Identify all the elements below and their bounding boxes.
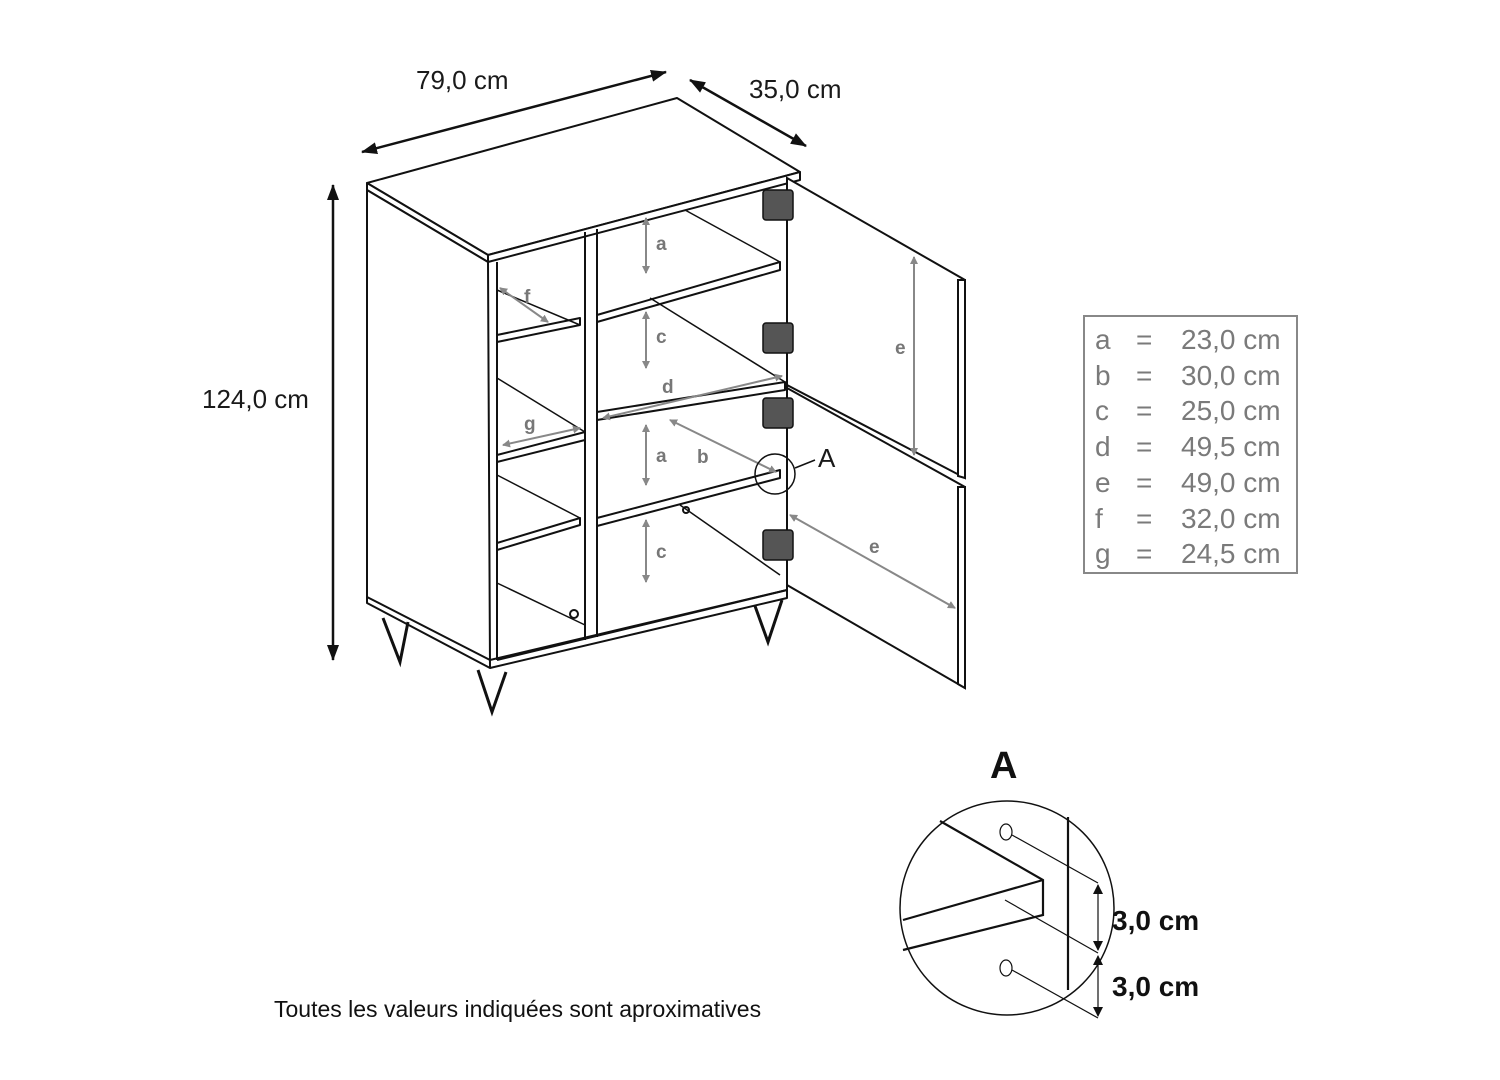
label-e: e	[895, 338, 906, 359]
legend-box	[1083, 315, 1298, 574]
legend-value: 49,5 cm	[1181, 431, 1281, 462]
hinge-icon	[762, 397, 794, 429]
legend-key: d	[1095, 431, 1111, 462]
right-shelf-2	[596, 381, 786, 421]
legend-eq: =	[1136, 538, 1152, 569]
legend-value: 30,0 cm	[1181, 360, 1281, 391]
legend-key: a	[1095, 324, 1111, 355]
detail-callout-label: A	[818, 443, 836, 473]
left-side-panel	[366, 189, 491, 669]
label-a: a	[656, 234, 667, 255]
right-shelf-1	[596, 261, 781, 323]
legend-value: 24,5 cm	[1181, 538, 1281, 569]
height-label: 124,0 cm	[202, 384, 309, 414]
legs	[381, 599, 784, 717]
legend-eq: =	[1136, 467, 1152, 498]
label-a: a	[656, 446, 667, 467]
detail-a: A 3,0 cm 3,0 cm	[899, 745, 1199, 1019]
legend-key: f	[1095, 503, 1103, 534]
spacing-top-label: 3,0 cm	[1112, 905, 1199, 936]
legend-eq: =	[1136, 360, 1152, 391]
footnote: Toutes les valeurs indiquées sont aproxi…	[274, 996, 761, 1022]
legend-key: c	[1095, 395, 1109, 426]
label-c: c	[656, 542, 667, 563]
spacing-bottom-label: 3,0 cm	[1112, 971, 1199, 1002]
label-f: f	[524, 287, 531, 308]
legend: a = 23,0 cm b = 30,0 cm c = 25,0 cm d = …	[1095, 324, 1281, 569]
hinge-icon	[762, 189, 794, 221]
hinge-icon	[762, 322, 794, 354]
legend-key: e	[1095, 467, 1111, 498]
leg-left-back	[381, 617, 410, 668]
left-shelf-1	[496, 317, 581, 343]
label-b: b	[697, 447, 709, 468]
legend-value: 49,0 cm	[1181, 467, 1281, 498]
legend-eq: =	[1136, 503, 1152, 534]
legend-eq: =	[1136, 431, 1152, 462]
legend-eq: =	[1136, 395, 1152, 426]
detail-callout-circle	[754, 453, 796, 495]
legend-key: g	[1095, 538, 1111, 569]
hinges	[762, 189, 794, 561]
cabinet-body	[366, 97, 801, 669]
overall-dimension-arrows	[327, 70, 807, 661]
label-d: d	[662, 377, 674, 398]
depth-label: 35,0 cm	[749, 74, 842, 104]
leg-right	[753, 599, 784, 647]
left-shelf-3	[496, 517, 581, 551]
label-g: g	[524, 414, 536, 435]
legend-value: 25,0 cm	[1181, 395, 1281, 426]
label-e: e	[869, 537, 880, 558]
leg-left-front	[476, 669, 508, 717]
legend-eq: =	[1136, 324, 1152, 355]
legend-value: 23,0 cm	[1181, 324, 1281, 355]
depth-arrow	[689, 78, 807, 148]
detail-circle	[899, 800, 1115, 1016]
hinge-icon	[762, 529, 794, 561]
width-label: 79,0 cm	[416, 65, 509, 95]
legend-key: b	[1095, 360, 1111, 391]
right-shelf-3	[596, 469, 781, 527]
detail-title: A	[990, 745, 1017, 787]
width-arrow	[361, 70, 667, 154]
doors	[786, 176, 966, 690]
legend-value: 32,0 cm	[1181, 503, 1281, 534]
label-c: c	[656, 327, 667, 348]
